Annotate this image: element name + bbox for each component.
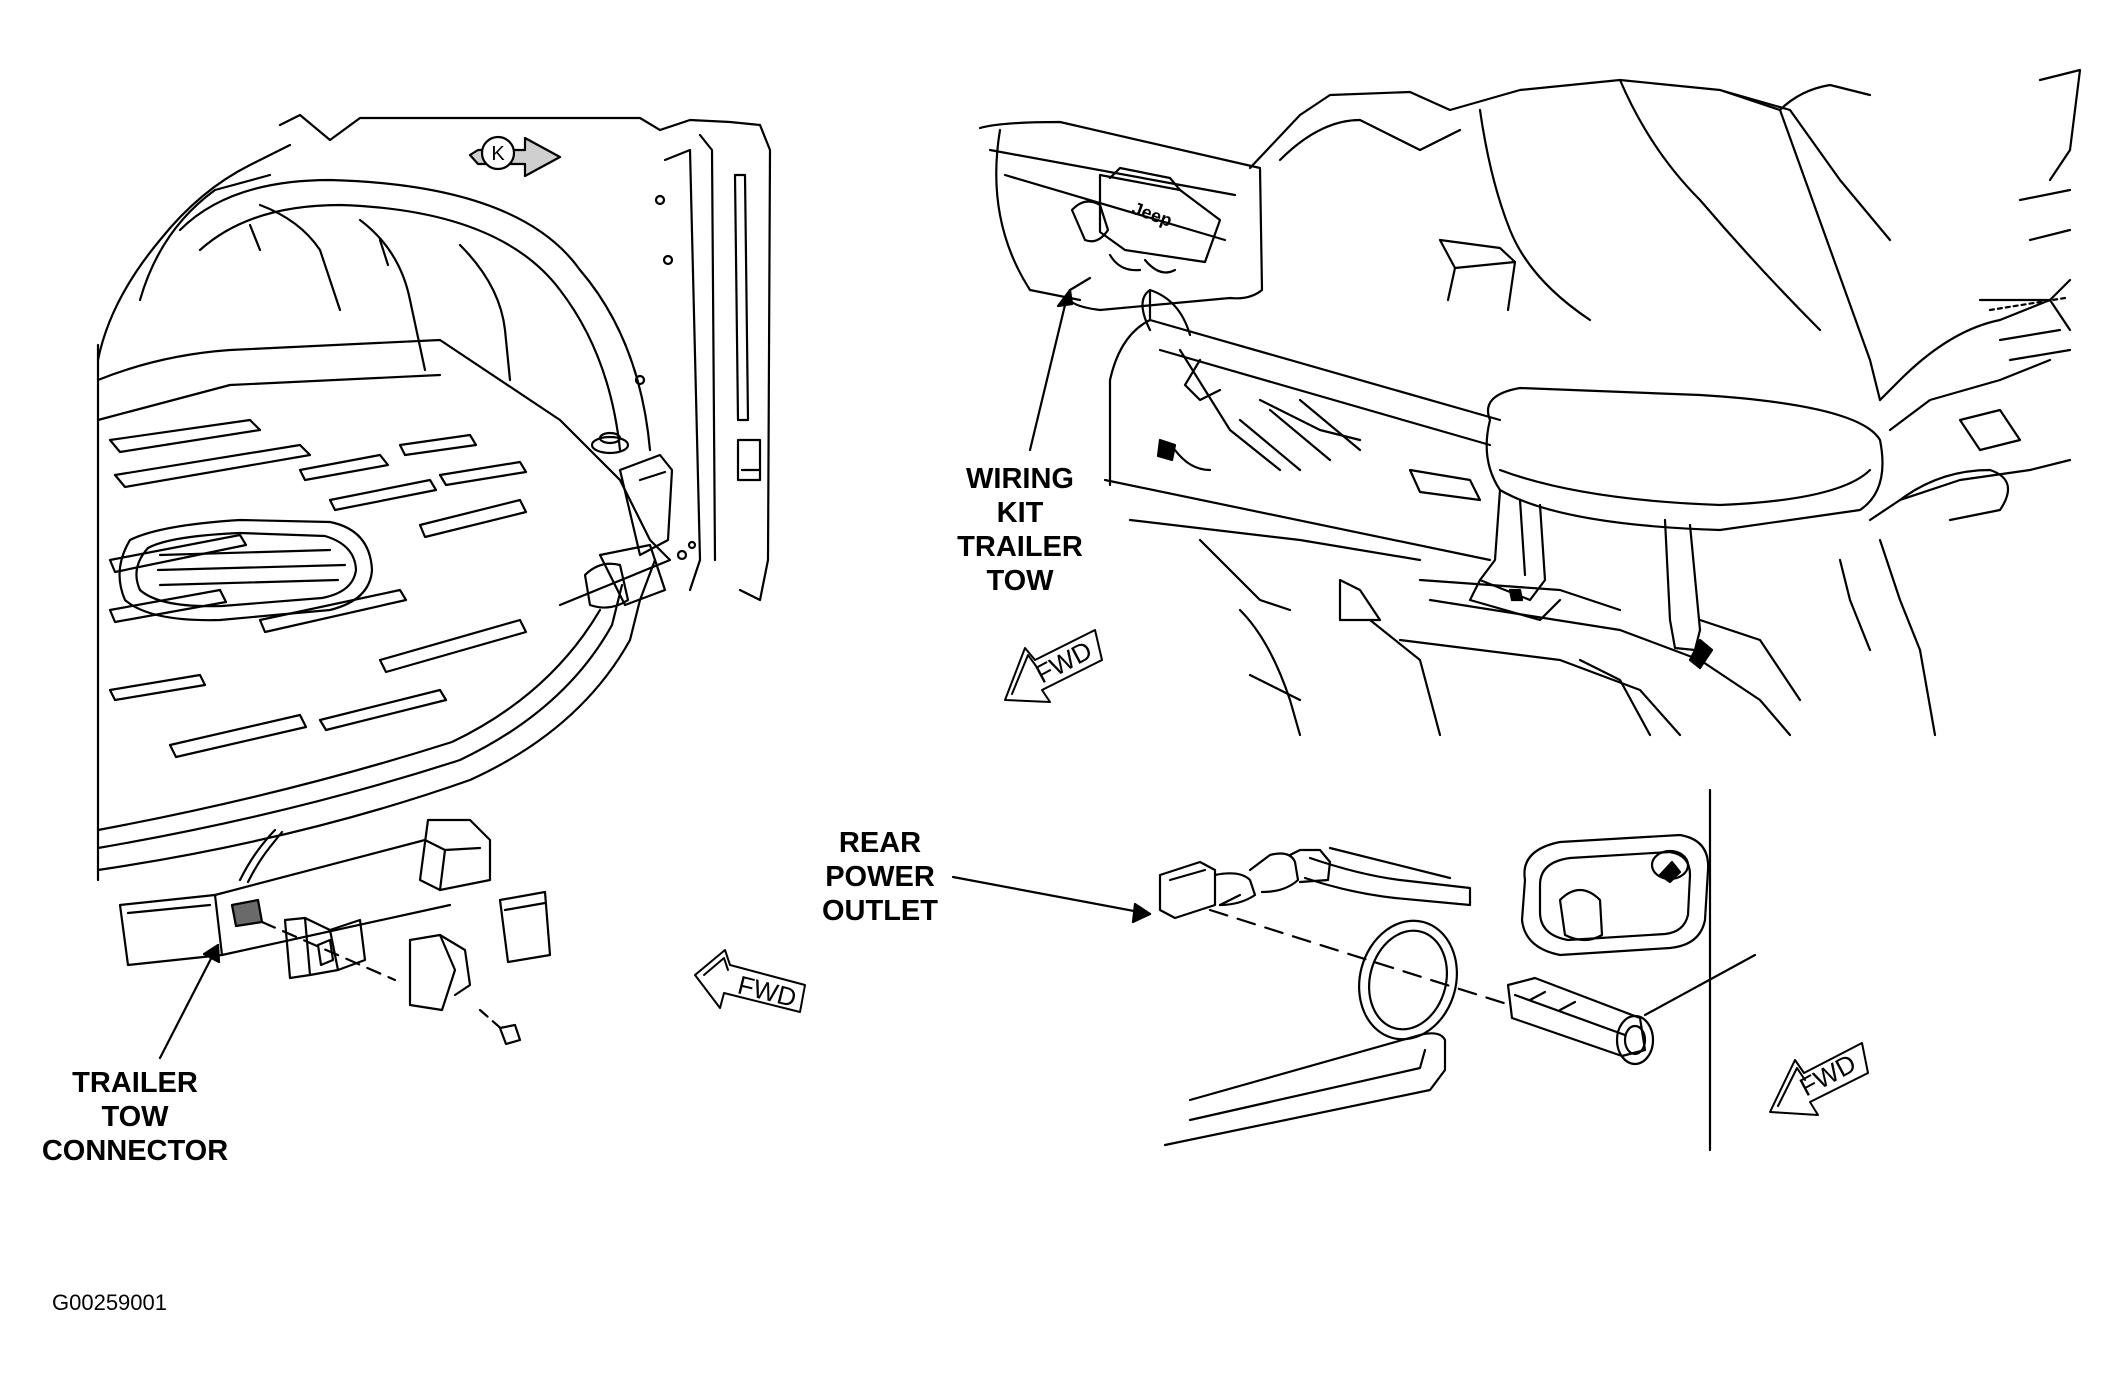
- rear-power-outlet-label: REAR POWER OUTLET: [815, 826, 945, 928]
- leader-lines: [158, 288, 1152, 1060]
- wiring-kit-label-line: KIT: [996, 497, 1044, 529]
- rear-power-outlet-label-line: POWER: [825, 861, 935, 893]
- trailer-tow-connector-label: TRAILER TOW CONNECTOR: [25, 1066, 245, 1168]
- fwd-label-top: FWD: [1031, 635, 1097, 689]
- connector-arrowhead: [202, 943, 221, 964]
- view-k-marker: [480, 135, 516, 171]
- wiring-kit-trailer-tow-label: WIRING KIT TRAILER TOW: [955, 462, 1085, 598]
- power-outlet-illustration: [1158, 788, 1757, 1152]
- wiring-kit-label-line: TRAILER: [957, 531, 1083, 563]
- fwd-arrow-middle: [694, 949, 806, 1013]
- wiring-kit-arrowhead: [1056, 288, 1074, 308]
- cargo-area-illustration: [96, 113, 772, 882]
- fwd-arrow-top: [1004, 629, 1103, 703]
- wiring-kit-label-line: TOW: [986, 565, 1054, 597]
- figure-id: G00259001: [52, 1290, 167, 1315]
- trailer-hitch-illustration: [118, 818, 552, 1046]
- fwd-label-middle: FWD: [735, 970, 800, 1013]
- rear-power-outlet-label-line: OUTLET: [822, 895, 938, 927]
- jeep-badge-label: Jeep: [1129, 198, 1174, 231]
- trailer-tow-connector-label-line: TRAILER: [72, 1067, 198, 1099]
- fwd-arrow-bottom: [1769, 1042, 1869, 1116]
- power-outlet-arrowhead: [1131, 902, 1152, 924]
- wiring-kit-label-line: WIRING: [966, 463, 1074, 495]
- rear-seat-illustration: Jeep: [978, 68, 2082, 737]
- trailer-tow-connector-label-line: TOW: [101, 1101, 169, 1133]
- trailer-tow-connector-label-line: CONNECTOR: [41, 1135, 229, 1167]
- rear-power-outlet-label-line: REAR: [838, 827, 922, 859]
- view-k-marker-label: K: [491, 143, 505, 165]
